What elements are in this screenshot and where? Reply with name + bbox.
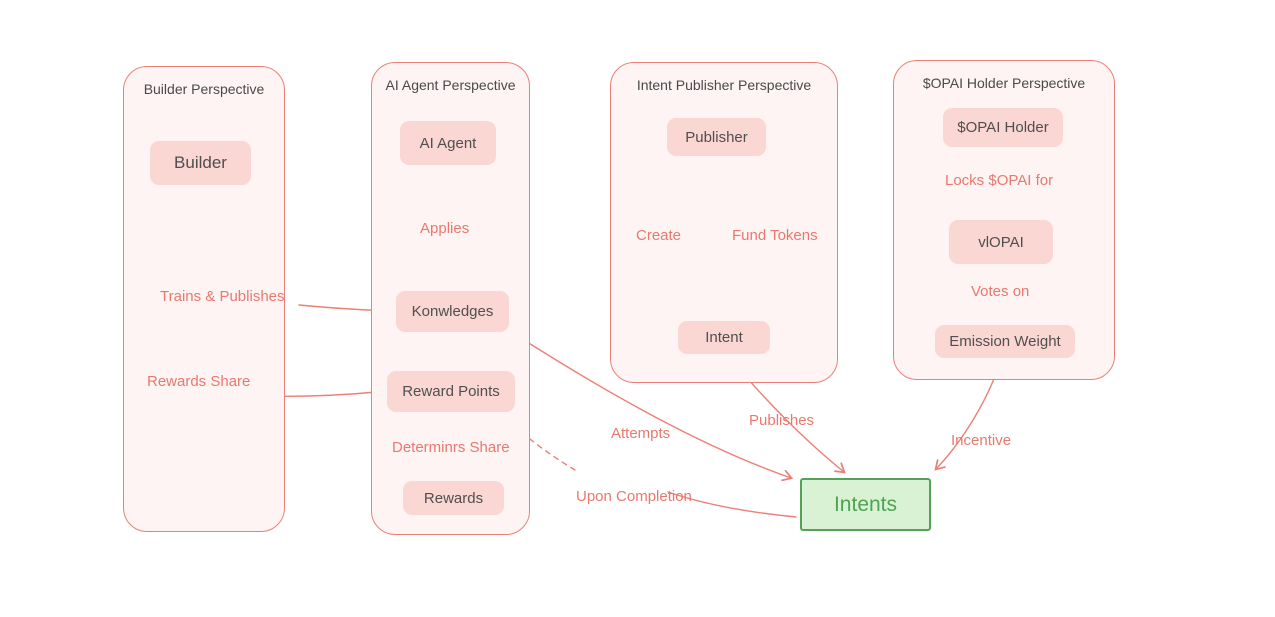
edge-label-upon-completion: Upon Completion [576, 488, 692, 505]
ai-agent-node[interactable]: AI Agent [400, 121, 496, 165]
edge-label-fund-tokens: Fund Tokens [732, 227, 818, 244]
builder-perspective-title: Builder Perspective [143, 81, 265, 97]
edge-label-votes-on: Votes on [971, 283, 1030, 300]
publisher-node[interactable]: Publisher [667, 118, 766, 156]
edge-label-attempts: Attempts [611, 425, 671, 442]
rewards-node[interactable]: Rewards [403, 481, 504, 515]
reward-points-node[interactable]: Reward Points [387, 371, 515, 412]
opai-holder-node[interactable]: $OPAI Holder [943, 108, 1063, 147]
builder-node[interactable]: Builder [150, 141, 251, 185]
edge-label-rewards-share: Rewards Share [147, 373, 251, 390]
vlopai-node[interactable]: vlOPAI [949, 220, 1053, 264]
edge-label-determinrs-share: Determinrs Share [392, 439, 510, 456]
intent-node[interactable]: Intent [678, 321, 770, 354]
ai-agent-perspective-title: AI Agent Perspective [385, 77, 516, 93]
edge-label-publishes: Publishes [749, 412, 815, 429]
edge-label-trains-publishes: Trains & Publishes [160, 288, 285, 305]
edge-label-applies: Applies [420, 220, 470, 237]
emission-weight-node[interactable]: Emission Weight [935, 325, 1075, 358]
edge-label-incentive: Incentive [951, 432, 1012, 449]
intent-publisher-perspective-title: Intent Publisher Perspective [636, 77, 812, 93]
intents-node[interactable]: Intents [800, 478, 931, 531]
konwledges-node[interactable]: Konwledges [396, 291, 509, 332]
edge-label-create: Create [636, 227, 682, 244]
opai-holder-perspective-title: $OPAI Holder Perspective [922, 75, 1086, 91]
edge-label-locks-opai-for: Locks $OPAI for [945, 172, 1054, 189]
